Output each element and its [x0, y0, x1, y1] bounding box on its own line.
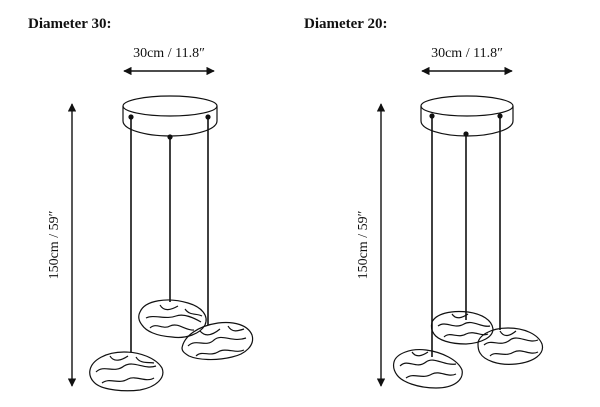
panel-1-cables — [130, 117, 209, 352]
panel-1-shade-top — [138, 299, 207, 339]
panel-2-shade-left — [393, 349, 463, 389]
panel-2-width-label: 30cm / 11.8″ — [431, 46, 503, 61]
panel-1 — [67, 66, 254, 392]
panel-2 — [376, 66, 544, 389]
panel-1-shade-left — [89, 351, 164, 392]
panel-2-cables — [431, 116, 501, 357]
panel-1-title: Diameter 30: — [28, 16, 112, 32]
panel-2-title: Diameter 20: — [304, 16, 388, 32]
panel-1-height-label: 150cm / 59″ — [47, 210, 62, 279]
panel-2-shade-right — [477, 327, 544, 365]
panel-1-canopy — [122, 95, 218, 140]
panel-1-width-label: 30cm / 11.8″ — [133, 46, 205, 61]
panel-2-height-label: 150cm / 59″ — [356, 210, 371, 279]
panel-1-shade-right — [181, 321, 254, 361]
panel-2-shade-middle — [430, 310, 494, 345]
